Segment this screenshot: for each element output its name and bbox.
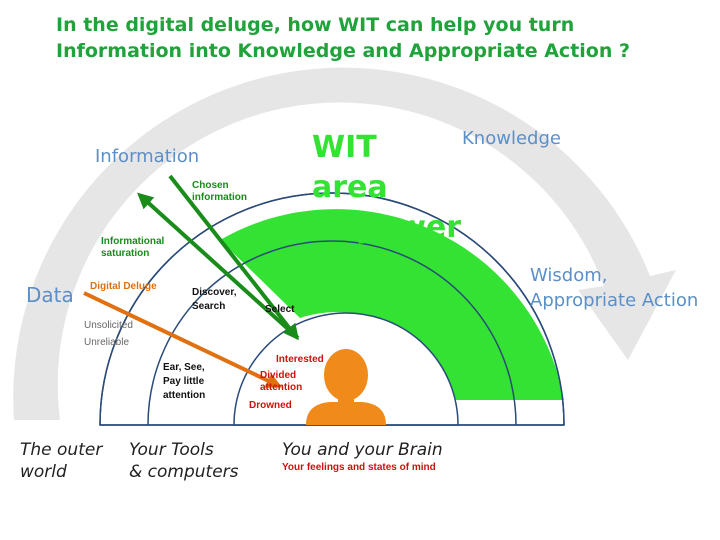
- chosen-line2: information: [192, 192, 247, 203]
- informational-saturation-label: Informational saturation: [101, 236, 164, 260]
- wit-area-label: WIT area of power: [312, 128, 462, 248]
- discover-line1: Discover,: [192, 287, 237, 298]
- tools-line1: Your Tools: [129, 440, 214, 460]
- unreliable-label: Unreliable: [84, 337, 130, 348]
- ear-see-label: Ear, See, Pay little attention: [163, 361, 205, 403]
- appropriate-action-label: Appropriate Action: [530, 290, 699, 311]
- information-arrow: [137, 192, 300, 340]
- tools-line2: & computers: [129, 462, 239, 482]
- tools-label: Your Tools & computers: [129, 439, 239, 483]
- cycle-arrow: [13, 67, 676, 420]
- discover-search-label: Discover, Search: [192, 286, 236, 314]
- brain-label: You and your Brain: [282, 440, 443, 460]
- divided-line1: Divided: [260, 370, 297, 381]
- select-label: Select: [265, 304, 295, 315]
- wit-sector: [220, 209, 564, 400]
- interested-label: Interested: [276, 354, 324, 365]
- saturation-line2: saturation: [101, 248, 150, 259]
- person-head-icon: [306, 349, 386, 425]
- discover-line2: Search: [192, 301, 226, 312]
- divided-line2: attention: [260, 382, 303, 393]
- brain-sub-label: Your feelings and states of mind: [282, 462, 436, 473]
- wit-area-line2: of power: [312, 210, 462, 245]
- outer-line2: world: [20, 462, 67, 482]
- ear-line2: Pay little: [163, 376, 205, 387]
- divided-attention-label: Divided attention: [260, 370, 302, 394]
- unsolicited-label: Unsolicited: [84, 320, 133, 331]
- page-title: In the digital deluge, how WIT can help …: [56, 14, 630, 62]
- knowledge-arrow: [168, 174, 299, 341]
- ear-line3: attention: [163, 390, 206, 401]
- knowledge-label: Knowledge: [462, 128, 561, 149]
- wisdom-label: Wisdom,: [530, 265, 608, 286]
- digital-deluge-arrow: [83, 291, 283, 388]
- wit-area-line1: WIT area: [312, 130, 388, 205]
- saturation-line1: Informational: [101, 236, 165, 247]
- outer-world-label: The outer world: [20, 439, 102, 483]
- digital-deluge-label: Digital Deluge: [90, 281, 157, 292]
- information-label: Information: [95, 146, 200, 167]
- ear-line1: Ear, See,: [163, 362, 205, 373]
- chosen-line1: Chosen: [192, 180, 229, 191]
- drowned-label: Drowned: [249, 400, 292, 411]
- chosen-information-label: Chosen information: [192, 180, 247, 204]
- outer-line1: The outer: [20, 440, 103, 460]
- data-label: Data: [26, 283, 74, 307]
- tools-arc: [147, 240, 517, 426]
